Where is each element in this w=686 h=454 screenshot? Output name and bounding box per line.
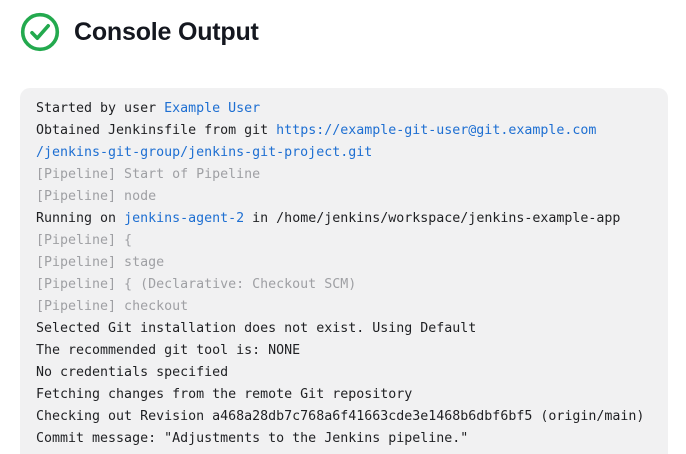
log-link[interactable]: https://example-git-user@git.example.com <box>276 123 597 138</box>
console-line: [Pipeline] checkout <box>36 296 652 318</box>
console-line: Fetching changes from the remote Git rep… <box>36 384 652 406</box>
log-text: Checking out Revision a468a28db7c768a6f4… <box>36 409 645 424</box>
console-line: /jenkins-git-group/jenkins-git-project.g… <box>36 142 652 164</box>
log-text: Started by user <box>36 101 165 116</box>
log-text: [Pipeline] { <box>36 233 133 248</box>
log-text: Obtained Jenkinsfile from git <box>36 123 277 138</box>
console-line: Commit message: "Adjustments to the Jenk… <box>36 428 652 450</box>
log-text: [Pipeline] stage <box>36 255 165 270</box>
log-link[interactable]: /jenkins-git-group/jenkins-git-project.g… <box>36 145 373 160</box>
log-text: No credentials specified <box>36 365 229 380</box>
console-line: [Pipeline] node <box>36 186 652 208</box>
log-link[interactable]: jenkins-agent-2 <box>124 211 245 226</box>
log-text: [Pipeline] { (Declarative: Checkout SCM) <box>36 277 357 292</box>
log-text: The recommended git tool is: NONE <box>36 343 301 358</box>
console-line: Selected Git installation does not exist… <box>36 318 652 340</box>
page-header: Console Output <box>0 0 686 52</box>
page-title: Console Output <box>74 17 259 46</box>
log-text: Selected Git installation does not exist… <box>36 321 477 336</box>
console-line: [Pipeline] stage <box>36 252 652 274</box>
log-text: in /home/jenkins/workspace/jenkins-examp… <box>244 211 621 226</box>
console-line: [Pipeline] Start of Pipeline <box>36 164 652 186</box>
console-line: Running on jenkins-agent-2 in /home/jenk… <box>36 208 652 230</box>
log-text: Running on <box>36 211 125 226</box>
console-line: [Pipeline] { (Declarative: Checkout SCM) <box>36 274 652 296</box>
console-line: [Pipeline] { <box>36 230 652 252</box>
log-text: [Pipeline] checkout <box>36 299 189 314</box>
console-line: Checking out Revision a468a28db7c768a6f4… <box>36 406 652 428</box>
log-text: [Pipeline] node <box>36 189 157 204</box>
success-check-icon <box>20 12 60 52</box>
log-link[interactable]: Example User <box>164 101 261 116</box>
console-line: Obtained Jenkinsfile from git https://ex… <box>36 120 652 142</box>
console-line: No credentials specified <box>36 362 652 384</box>
console-line: Started by user Example User <box>36 98 652 120</box>
log-text: Fetching changes from the remote Git rep… <box>36 387 413 402</box>
console-line: The recommended git tool is: NONE <box>36 340 652 362</box>
log-text: Commit message: "Adjustments to the Jenk… <box>36 431 469 446</box>
log-text: [Pipeline] Start of Pipeline <box>36 167 261 182</box>
